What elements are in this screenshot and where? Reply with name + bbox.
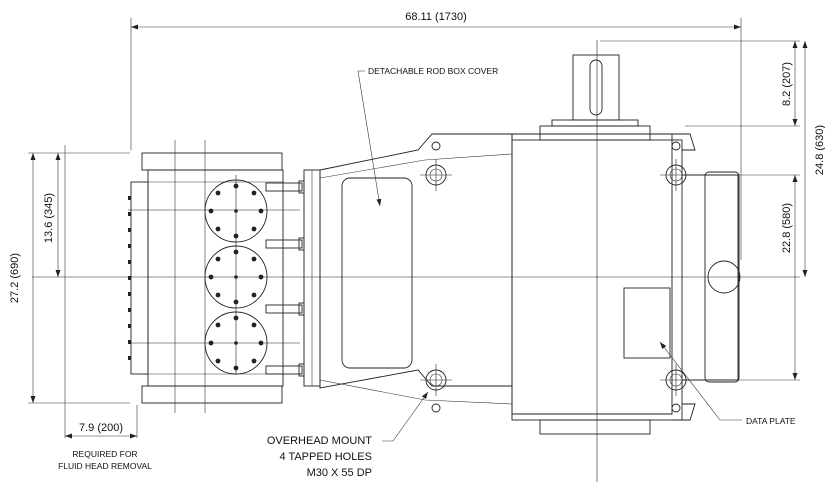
valve-cover-studs <box>128 196 131 360</box>
mount-hole-tr <box>660 141 692 191</box>
dim-shaft-extension: 8.2 (207) <box>781 62 793 106</box>
callout-rod-box-cover: DETACHABLE ROD BOX COVER <box>368 66 498 76</box>
callout-mount-line1: OVERHEAD MOUNT <box>267 435 372 447</box>
cylinder-head-2 <box>204 245 268 309</box>
dimension-lines <box>30 24 808 439</box>
cylinder-head-1 <box>204 179 268 243</box>
power-end-frame <box>303 54 741 435</box>
mount-hole-br <box>660 364 692 413</box>
mount-hole-tl <box>420 141 452 191</box>
note-fluid-head-line1: REQUIRED FOR <box>72 449 137 459</box>
note-fluid-head-line2: FLUID HEAD REMOVAL <box>58 461 152 471</box>
callout-data-plate: DATA PLATE <box>746 416 796 426</box>
dim-overall-width: 27.2 (690) <box>9 253 21 303</box>
dim-mount-to-top: 24.8 (630) <box>814 125 825 175</box>
dim-overall-length: 68.11 (1730) <box>405 11 467 23</box>
leader-lines <box>357 70 742 442</box>
cylinder-head-3 <box>204 311 268 375</box>
dim-mount-spacing: 22.8 (580) <box>781 203 793 253</box>
callout-mount-line2: 4 TAPPED HOLES <box>279 451 372 463</box>
fluid-end <box>128 140 305 413</box>
dim-fluid-head-clearance: 7.9 (200) <box>79 422 123 434</box>
callout-mount-line3: M30 X 55 DP <box>307 467 372 479</box>
center-lines <box>32 40 800 482</box>
dim-half-width: 13.6 (345) <box>43 193 55 243</box>
mount-hole-bl <box>420 364 452 413</box>
extension-lines <box>28 18 800 438</box>
mounting-holes <box>420 141 692 413</box>
stay-rods <box>265 180 305 377</box>
